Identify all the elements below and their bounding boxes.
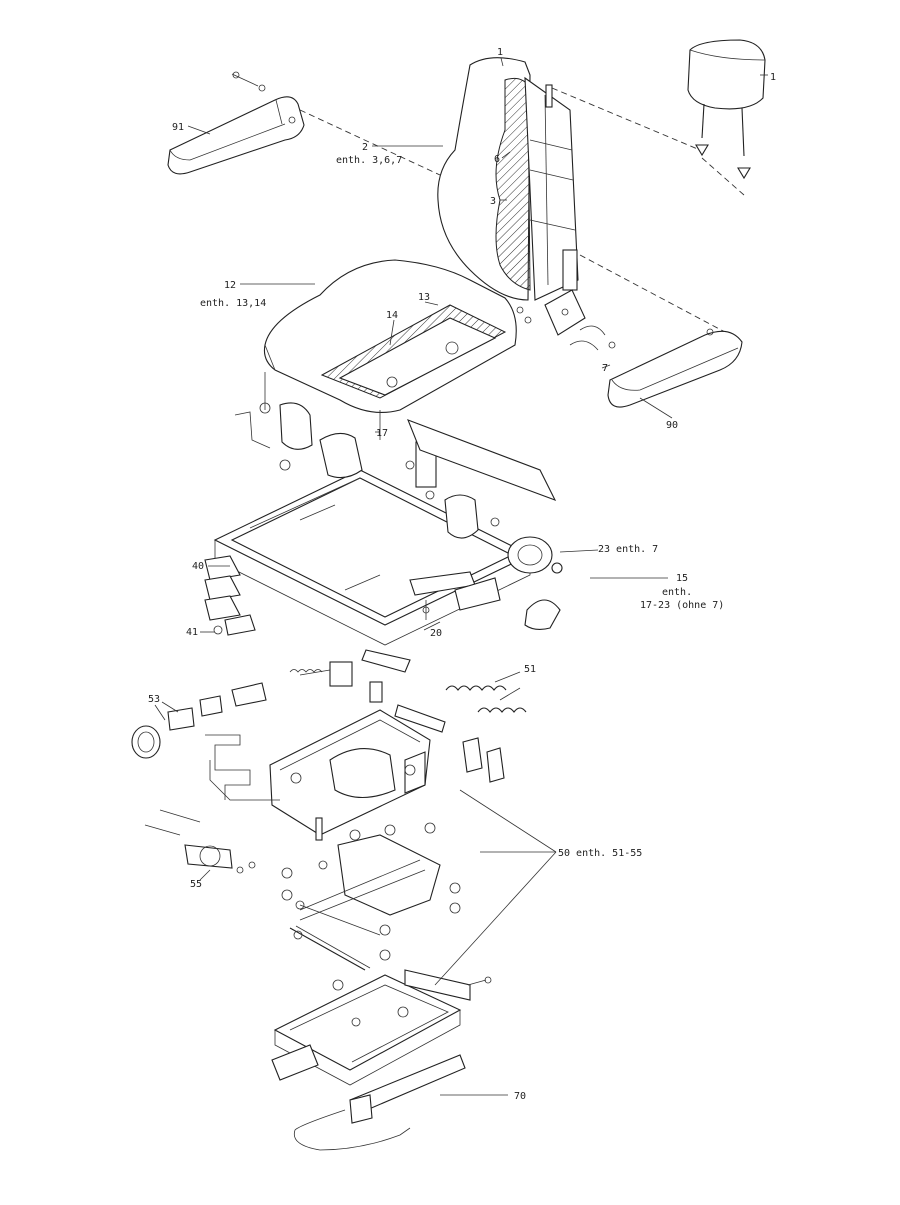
callout-70: 70 xyxy=(514,1091,526,1102)
callout-2: 2 xyxy=(362,142,368,153)
callout-17: 17 xyxy=(376,428,388,439)
callout-1-backrest-top: 1 xyxy=(497,47,503,58)
callout-1-headrest: 1 xyxy=(770,72,776,83)
callout-40: 40 xyxy=(192,561,204,572)
headrest xyxy=(687,39,766,196)
callout-20: 20 xyxy=(430,628,442,639)
callout-50: 50 enth. 51-55 xyxy=(558,848,642,859)
callout-14: 14 xyxy=(386,310,398,321)
callout-13: 13 xyxy=(418,292,430,303)
slide-rail-assembly xyxy=(271,969,492,1151)
callout-15: 15 xyxy=(676,573,688,584)
armrest-left xyxy=(167,71,441,176)
leader-lines xyxy=(154,57,768,1096)
callout-23: 23 enth. 7 xyxy=(598,544,658,555)
callout-55: 55 xyxy=(190,879,202,890)
callout-12-contains: enth. 13,14 xyxy=(200,298,266,309)
upper-frame xyxy=(204,402,563,646)
seat-cushion xyxy=(263,259,517,440)
callout-labels: 1 1 2 enth. 3,6,7 6 3 91 12 enth. 13,14 … xyxy=(148,47,776,1102)
suspension-assembly xyxy=(131,649,527,874)
callout-2-contains: enth. 3,6,7 xyxy=(336,155,402,166)
callout-7: 7 xyxy=(602,363,608,374)
armrest-right xyxy=(607,328,743,408)
callout-90: 90 xyxy=(666,420,678,431)
callout-91: 91 xyxy=(172,122,184,133)
callout-3: 3 xyxy=(490,196,496,207)
callout-51: 51 xyxy=(524,664,536,675)
callout-15-range: 17-23 (ohne 7) xyxy=(640,600,724,611)
callout-15-contains: enth. xyxy=(662,587,692,598)
callout-41: 41 xyxy=(186,627,198,638)
callout-6: 6 xyxy=(494,154,500,165)
scissor-mechanism xyxy=(281,822,461,971)
callout-12: 12 xyxy=(224,280,236,291)
backrest xyxy=(437,57,741,351)
callout-53: 53 xyxy=(148,694,160,705)
